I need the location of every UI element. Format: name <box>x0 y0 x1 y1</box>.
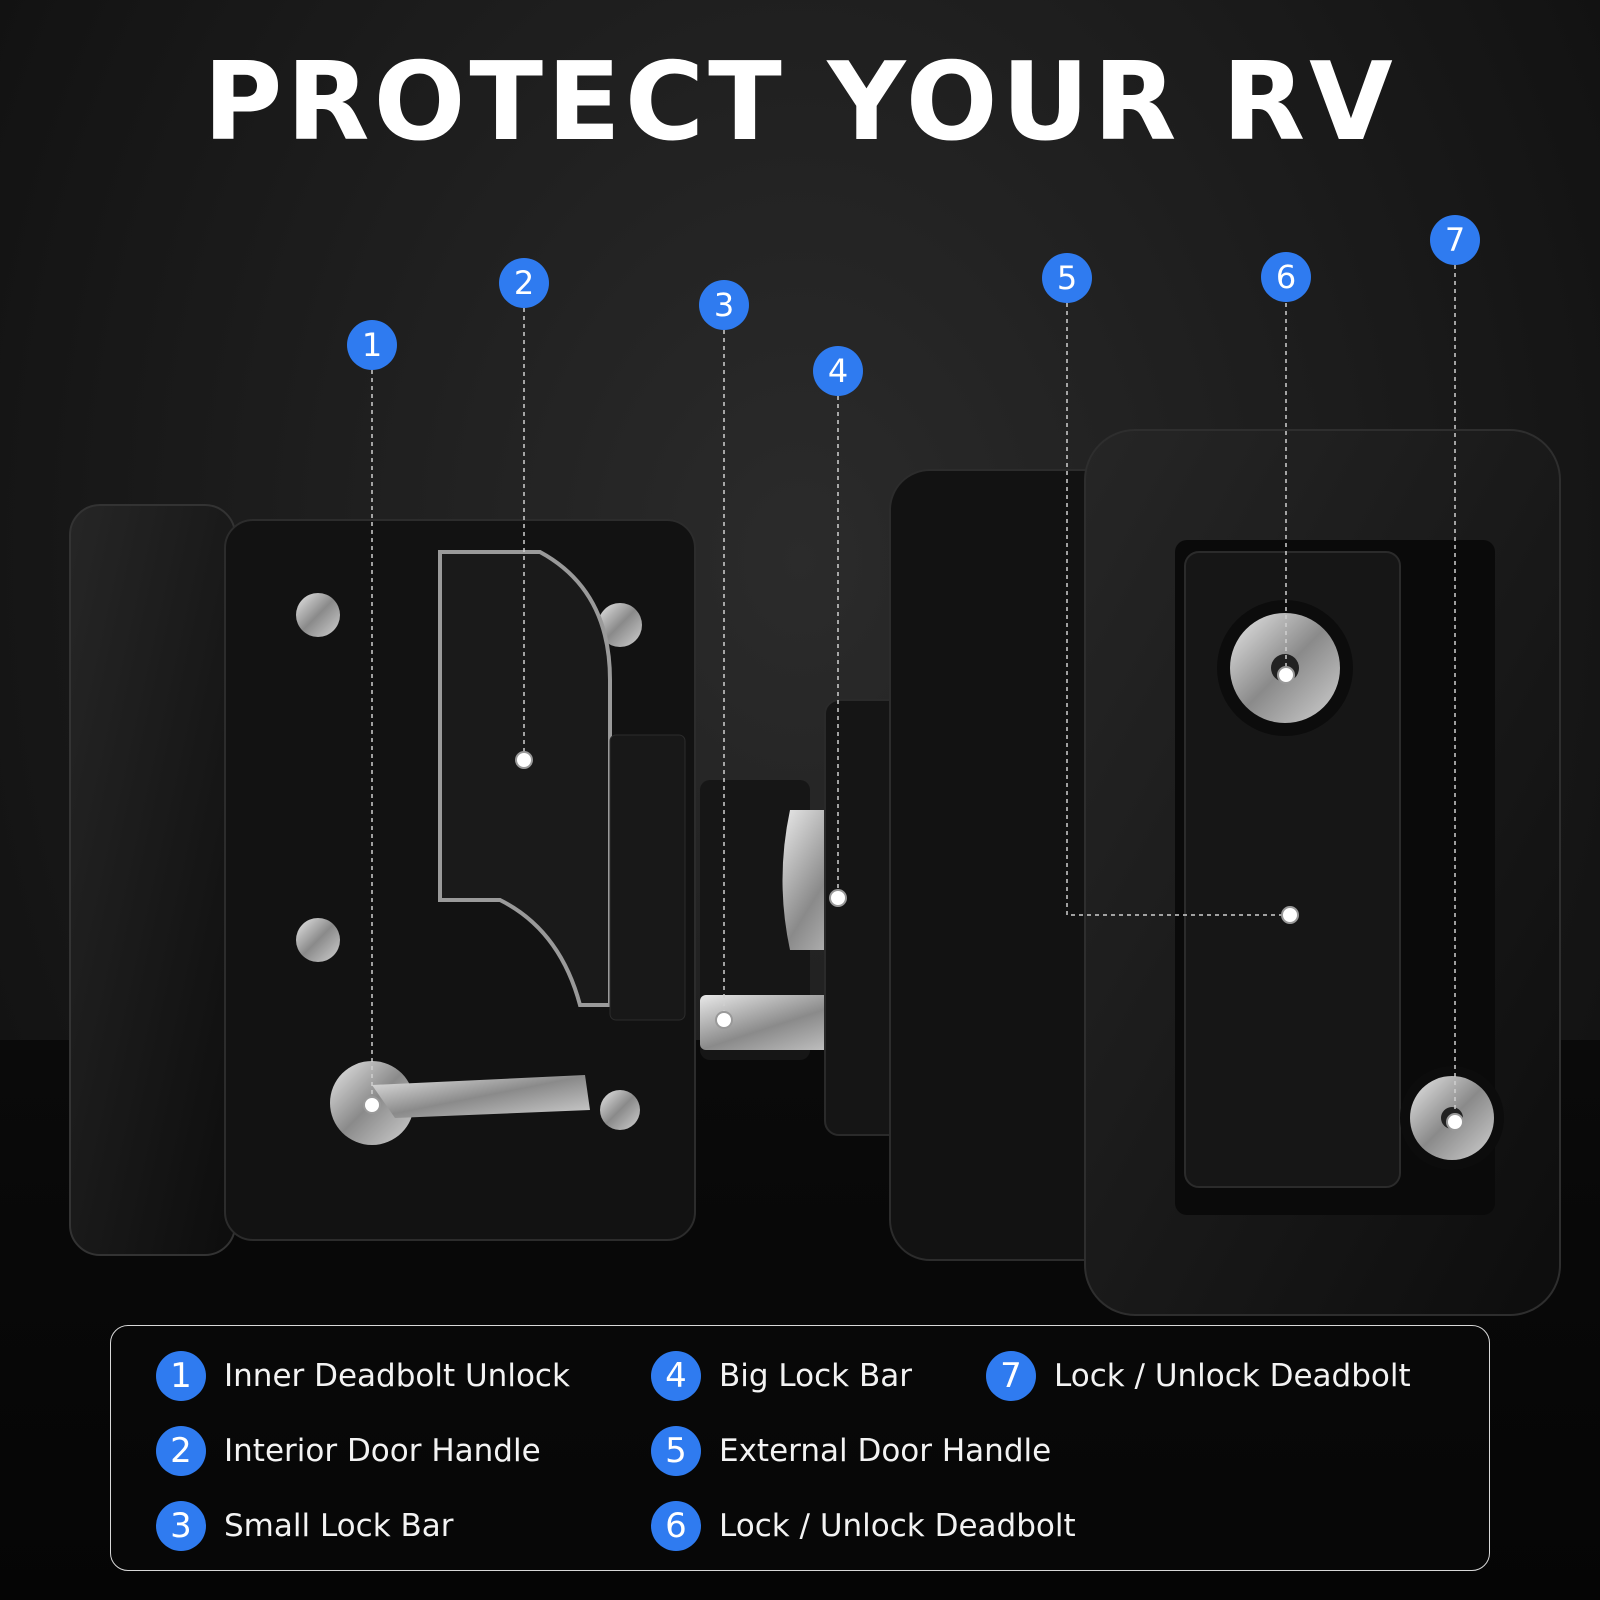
legend-number: 2 <box>156 1426 206 1476</box>
legend-item-5: 5 External Door Handle <box>651 1426 1051 1476</box>
legend-label: Small Lock Bar <box>224 1508 454 1544</box>
legend-label: Inner Deadbolt Unlock <box>224 1358 570 1394</box>
legend-label: Interior Door Handle <box>224 1433 541 1469</box>
legend-number: 6 <box>651 1501 701 1551</box>
callout-leaders <box>371 265 1456 1122</box>
legend-box: 1 Inner Deadbolt Unlock 2 Interior Door … <box>110 1325 1490 1571</box>
callout-badge-4: 4 <box>813 346 863 396</box>
legend-label: Lock / Unlock Deadbolt <box>1054 1358 1411 1394</box>
legend-item-2: 2 Interior Door Handle <box>156 1426 541 1476</box>
legend-item-1: 1 Inner Deadbolt Unlock <box>156 1351 570 1401</box>
legend-label: Lock / Unlock Deadbolt <box>719 1508 1076 1544</box>
page-title: PROTECT YOUR RV <box>203 40 1397 165</box>
legend-label: Big Lock Bar <box>719 1358 912 1394</box>
legend-item-6: 6 Lock / Unlock Deadbolt <box>651 1501 1076 1551</box>
legend-number: 4 <box>651 1351 701 1401</box>
callout-badge-1: 1 <box>347 320 397 370</box>
exterior-handle-unit <box>889 429 1561 1316</box>
legend-number: 3 <box>156 1501 206 1551</box>
callout-badge-2: 2 <box>499 258 549 308</box>
callout-badge-7: 7 <box>1430 215 1480 265</box>
legend-item-7: 7 Lock / Unlock Deadbolt <box>986 1351 1411 1401</box>
legend-item-4: 4 Big Lock Bar <box>651 1351 912 1401</box>
legend-number: 7 <box>986 1351 1036 1401</box>
legend-item-3: 3 Small Lock Bar <box>156 1501 454 1551</box>
legend-number: 5 <box>651 1426 701 1476</box>
callout-endpoints <box>363 666 1464 1131</box>
callout-badge-3: 3 <box>699 280 749 330</box>
callout-badge-5: 5 <box>1042 253 1092 303</box>
legend-label: External Door Handle <box>719 1433 1052 1469</box>
interior-latch-unit <box>69 504 696 1256</box>
callout-badge-6: 6 <box>1261 252 1311 302</box>
legend-number: 1 <box>156 1351 206 1401</box>
